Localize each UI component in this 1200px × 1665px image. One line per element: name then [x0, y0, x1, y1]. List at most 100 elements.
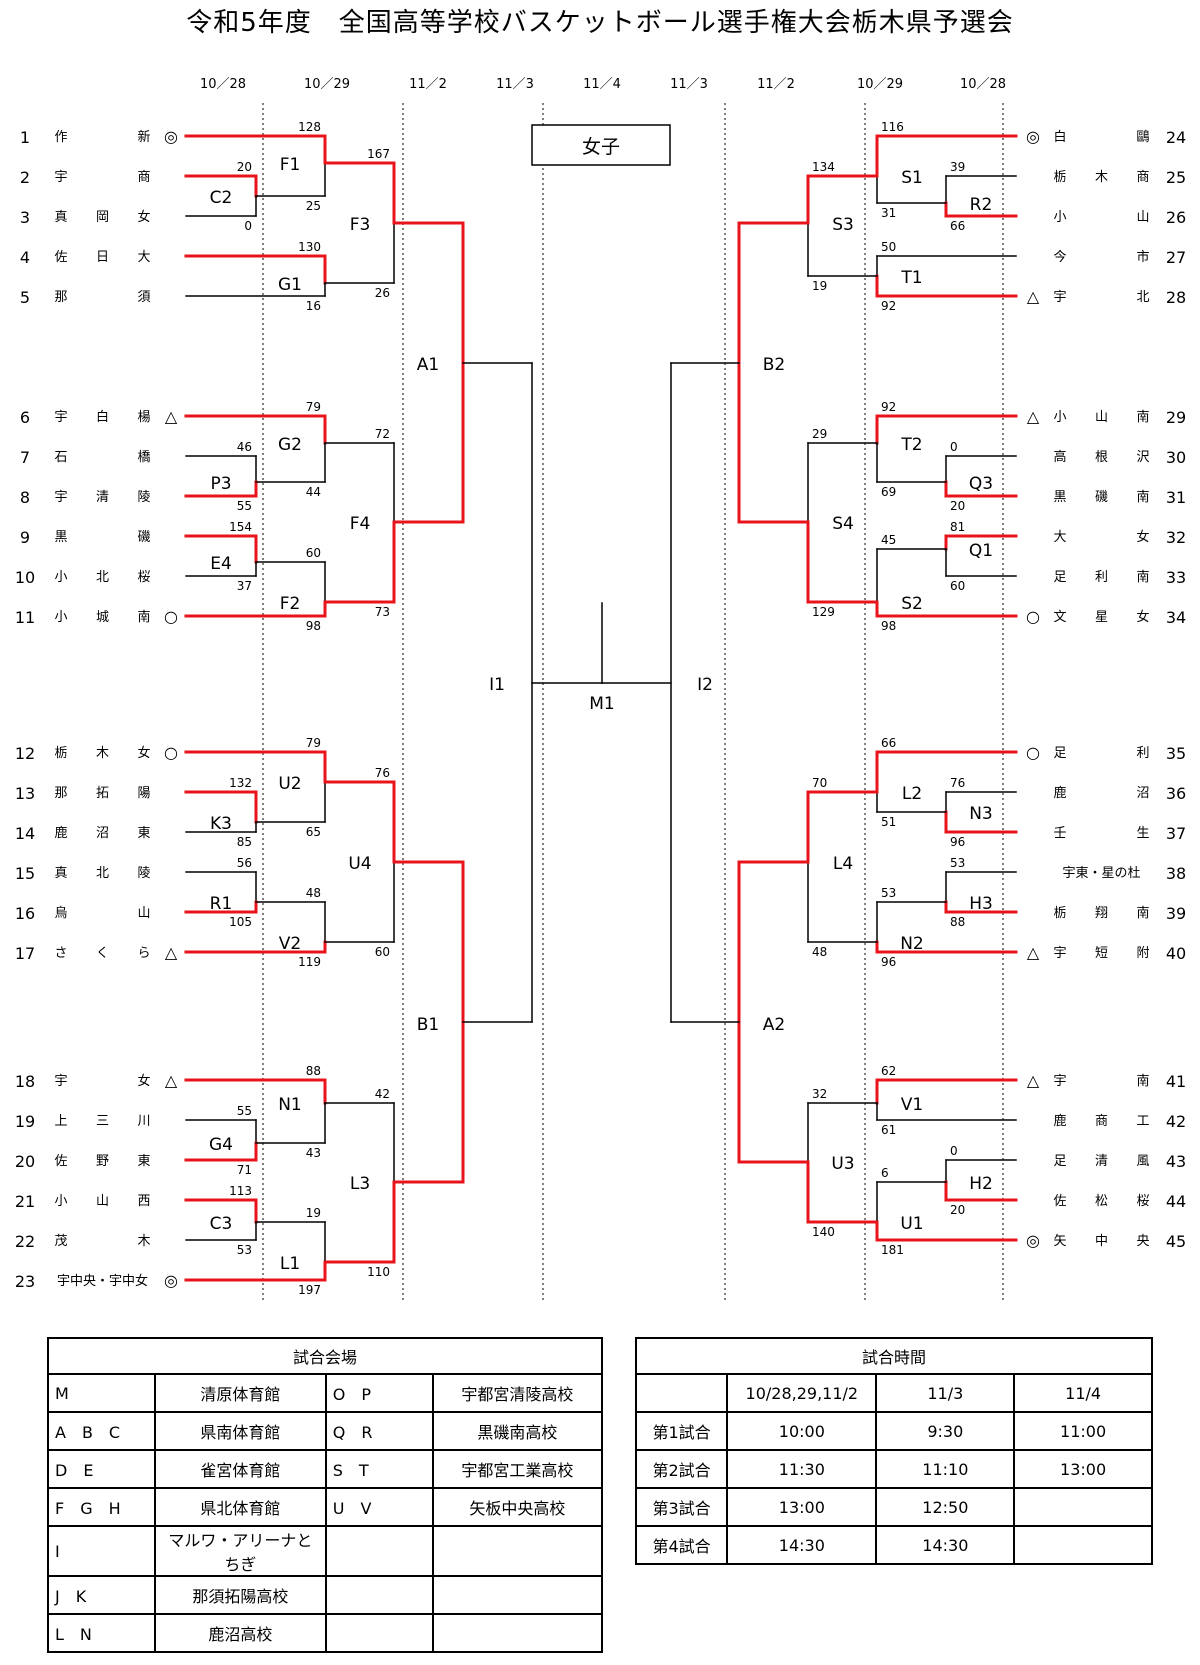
- venue-game-codes: D E: [46, 1449, 157, 1489]
- game-score: 85: [237, 835, 252, 849]
- team-name: 東: [137, 1153, 150, 1169]
- game-time: 9:30: [875, 1411, 1016, 1451]
- team-name: 陵: [137, 866, 150, 881]
- game-score: 116: [881, 120, 904, 134]
- venue-name: 宇都宮工業高校: [431, 1449, 604, 1489]
- team-name: 宇: [1053, 1074, 1066, 1089]
- game-label: T1: [900, 268, 922, 288]
- game-score: 0: [950, 1144, 958, 1158]
- seed-number: 35: [1166, 744, 1186, 763]
- seed-number: 41: [1166, 1072, 1186, 1091]
- team-name: 山: [1136, 210, 1149, 225]
- seed-number: 7: [20, 448, 30, 467]
- team-name: ら: [137, 946, 150, 961]
- game-score: 60: [950, 579, 965, 593]
- team-name: 附: [1136, 946, 1149, 961]
- seed-mark: ○: [164, 607, 178, 626]
- game-score: 45: [881, 533, 896, 547]
- team-name: 小: [54, 570, 67, 585]
- team-name: 陽: [137, 786, 150, 801]
- team-name: 文: [1053, 610, 1066, 625]
- seed-number: 45: [1166, 1232, 1186, 1251]
- team-name: 宇: [54, 410, 67, 425]
- team-name: 佐: [54, 1154, 67, 1169]
- team-name: 佐: [54, 250, 67, 265]
- team-name: 真: [54, 210, 67, 225]
- team-name: 矢: [1053, 1234, 1066, 1249]
- game-label: U2: [278, 774, 301, 794]
- game-score: 79: [306, 736, 321, 750]
- game-label: I2: [697, 675, 713, 695]
- seed-number: 10: [15, 568, 35, 587]
- game-label: B1: [417, 1015, 439, 1035]
- team-name: 岡: [96, 210, 109, 225]
- game-score: 20: [950, 499, 965, 513]
- game-score: 92: [881, 299, 896, 313]
- team-name: 山: [1095, 410, 1108, 425]
- game-label: T2: [900, 435, 922, 455]
- game-score: 76: [950, 776, 965, 790]
- team-name: 日: [96, 250, 109, 265]
- team-name: 足: [1053, 570, 1066, 585]
- venue-game-codes: A B C: [46, 1411, 157, 1451]
- team-name: 商: [1136, 170, 1149, 185]
- game-score: 140: [812, 1225, 835, 1239]
- team-name: 風: [1136, 1154, 1149, 1169]
- venue-name: [431, 1525, 604, 1577]
- seed-number: 36: [1166, 784, 1186, 803]
- venue-name: [431, 1575, 604, 1615]
- team-name: さ: [54, 946, 67, 961]
- venue-game-codes: J K: [46, 1575, 157, 1615]
- venue-name: 矢板中央高校: [431, 1487, 604, 1527]
- seed-mark: △: [165, 1071, 178, 1090]
- seed-number: 29: [1166, 408, 1186, 427]
- team-name: 高: [1053, 449, 1066, 465]
- seed-number: 34: [1166, 608, 1186, 627]
- team-name: 佐: [1053, 1194, 1066, 1209]
- team-name: 南: [1136, 489, 1149, 505]
- team-name: 黒: [1053, 490, 1066, 505]
- game-score: 181: [881, 1243, 904, 1257]
- team-name: 小: [54, 1194, 67, 1209]
- team-name: 磯: [137, 530, 150, 545]
- date-header: 11／2: [409, 77, 447, 92]
- game-label: P3: [210, 474, 231, 494]
- game-score: 26: [375, 286, 390, 300]
- game-label: F4: [350, 514, 371, 534]
- game-score: 66: [881, 736, 896, 750]
- team-name: 茂: [54, 1234, 67, 1249]
- team-name: 磯: [1095, 490, 1108, 505]
- game-label: N3: [969, 804, 993, 824]
- game-score: 32: [812, 1087, 827, 1101]
- game-label: H3: [969, 894, 993, 914]
- game-score: 60: [375, 945, 390, 959]
- game-time: 13:00: [1013, 1449, 1153, 1489]
- game-score: 81: [950, 520, 965, 534]
- game-score: 98: [306, 619, 321, 633]
- venue-game-codes: [324, 1613, 434, 1653]
- game-score: 130: [298, 240, 321, 254]
- seed-number: 24: [1166, 128, 1186, 147]
- game-time: 14:30: [875, 1525, 1016, 1565]
- venue-name: 清原体育館: [154, 1373, 327, 1413]
- team-name: 女: [1136, 609, 1149, 625]
- team-name: 宇: [54, 170, 67, 185]
- seed-number: 40: [1166, 944, 1186, 963]
- venue-name: 那須拓陽高校: [154, 1575, 327, 1615]
- game-score: 46: [237, 440, 252, 454]
- seed-number: 30: [1166, 448, 1186, 467]
- game-score: 96: [950, 835, 965, 849]
- seed-mark: ◎: [164, 1271, 178, 1290]
- team-name: 那: [54, 290, 67, 305]
- game-score: 50: [881, 240, 896, 254]
- game-label: G2: [278, 435, 302, 455]
- venue-game-codes: L N: [46, 1613, 157, 1653]
- team-name: 東: [137, 825, 150, 841]
- seed-mark: ◎: [164, 127, 178, 146]
- team-name: 北: [96, 866, 109, 881]
- team-name: 石: [54, 450, 67, 465]
- team-name: 央: [1136, 1234, 1149, 1249]
